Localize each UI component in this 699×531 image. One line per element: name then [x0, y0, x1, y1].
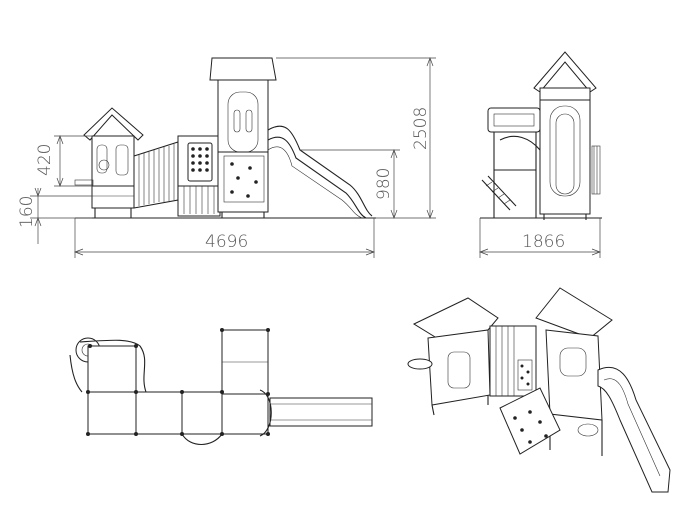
dimension-4696: 4696 — [74, 218, 375, 258]
front-climbing-panel — [177, 135, 221, 217]
dimension-label-4696: 4696 — [205, 232, 248, 252]
iso-tower — [535, 287, 613, 456]
front-elevation: 2508 980 420 160 — [17, 57, 436, 258]
front-slide — [267, 125, 373, 219]
side-left-house — [481, 107, 601, 218]
dimension-label-980: 980 — [374, 168, 394, 200]
dimension-label-1866: 1866 — [522, 232, 565, 252]
dimension-label-2508: 2508 — [411, 107, 431, 150]
front-left-house — [74, 107, 144, 218]
dimension-label-160: 160 — [17, 196, 37, 228]
dimension-420: 420 — [35, 135, 92, 187]
side-tall-tower — [533, 51, 597, 220]
iso-slide — [597, 366, 671, 493]
dimension-label-420: 420 — [35, 144, 55, 176]
plan-slide — [269, 397, 373, 427]
front-bridge — [133, 141, 179, 209]
dimension-160: 160 — [17, 187, 92, 244]
iso-climbing-wall — [499, 387, 561, 455]
isometric-view — [407, 287, 671, 493]
plan-view — [69, 328, 373, 446]
front-tall-tower — [209, 57, 277, 218]
dimension-980: 980 — [300, 149, 400, 219]
dimension-2508: 2508 — [276, 57, 436, 219]
iso-fence — [489, 325, 537, 397]
side-elevation: 1866 — [479, 51, 602, 258]
dimension-1866: 1866 — [479, 218, 601, 258]
iso-left-house — [407, 297, 499, 416]
